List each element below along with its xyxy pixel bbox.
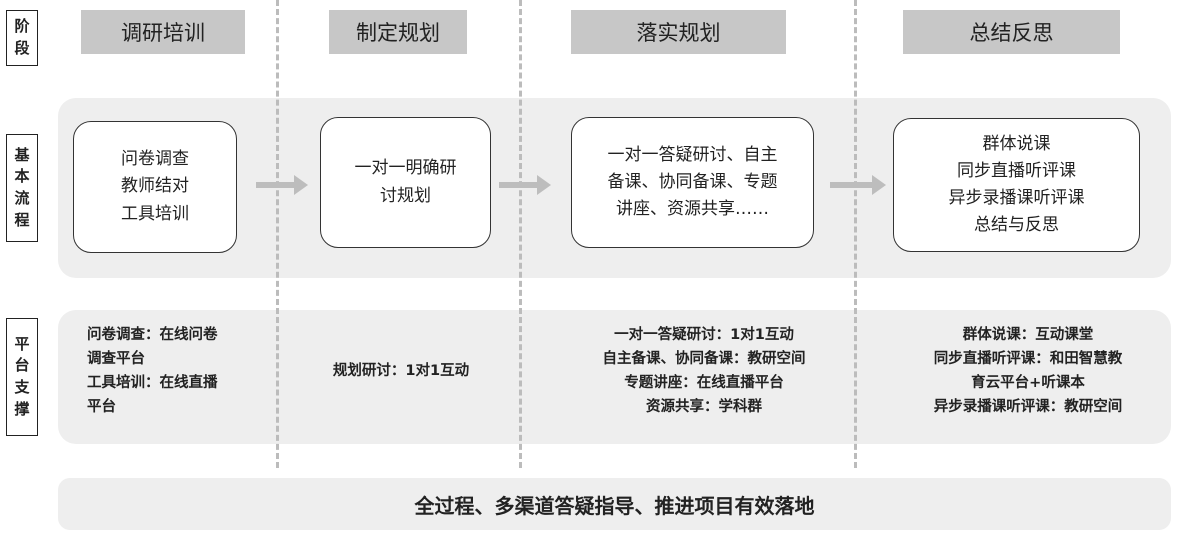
flow-arrow <box>256 175 308 195</box>
column-divider <box>854 0 857 468</box>
platform-panel <box>58 310 1171 444</box>
stage-research-training: 调研培训 <box>81 10 245 54</box>
stage-implementation: 落实规划 <box>571 10 786 54</box>
flow-step-summary: 群体说课 同步直播听评课 异步录播课听评课 总结与反思 <box>893 118 1140 252</box>
platform-col-research: 问卷调查：在线问卷 调查平台 工具培训：在线直播 平台 <box>87 327 218 415</box>
stage-planning: 制定规划 <box>329 10 467 54</box>
flow-arrow <box>499 175 551 195</box>
row-label-stage: 阶段 <box>6 10 38 66</box>
row-label-platform: 平台支撑 <box>6 318 38 436</box>
platform-col-implementation: 一对一答疑研讨：1对1互动 自主备课、协同备课：教研空间 专题讲座：在线直播平台… <box>602 327 806 415</box>
bottom-banner: 全过程、多渠道答疑指导、推进项目有效落地 <box>58 478 1171 530</box>
flow-step-research: 问卷调查 教师结对 工具培训 <box>73 121 237 253</box>
flow-step-implementation: 一对一答疑研讨、自主 备课、协同备课、专题 讲座、资源共享…… <box>571 117 814 248</box>
platform-col-summary: 群体说课：互动课堂 同步直播听评课：和田智慧教 育云平台+听课本 异步录播课听评… <box>933 327 1123 415</box>
flow-arrow <box>830 175 886 195</box>
column-divider <box>519 0 522 468</box>
flow-step-planning: 一对一明确研 讨规划 <box>320 117 491 248</box>
column-divider <box>276 0 279 468</box>
platform-col-planning: 规划研讨：1对1互动 <box>332 363 470 379</box>
stage-summary-reflection: 总结反思 <box>903 10 1120 54</box>
row-label-flow: 基本流程 <box>6 134 38 242</box>
